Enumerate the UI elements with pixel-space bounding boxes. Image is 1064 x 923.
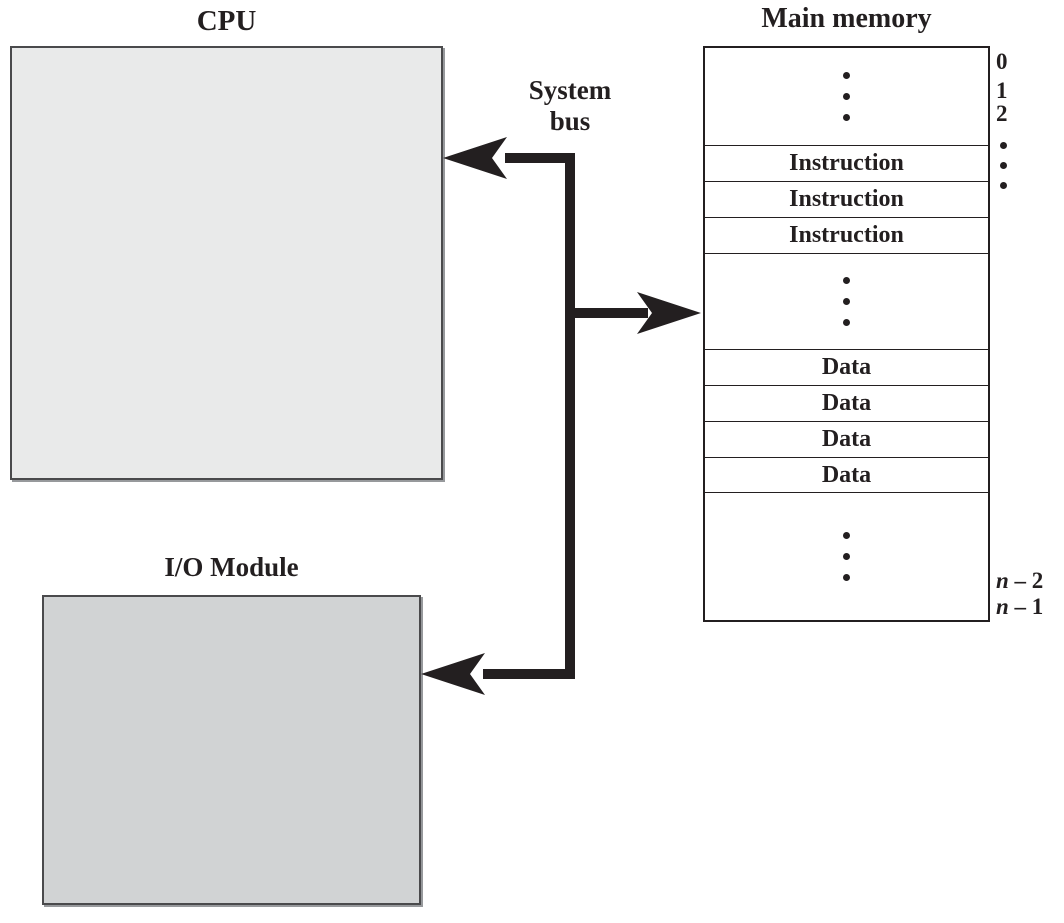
memory-row-instruction: Instruction xyxy=(705,145,988,181)
ellipsis-dot xyxy=(1000,162,1007,169)
ellipsis-dot xyxy=(1000,182,1007,189)
address-variable: n xyxy=(996,594,1009,619)
ellipsis-dot xyxy=(843,532,850,539)
ellipsis-dot xyxy=(843,72,850,79)
memory-address-1: 1 xyxy=(996,78,1008,103)
memory-address-2: 2 xyxy=(996,101,1008,126)
memory-address-ellipsis xyxy=(1000,142,1007,189)
cpu-title: CPU xyxy=(196,5,257,37)
io-module-box xyxy=(42,595,421,905)
memory-row-data: Data xyxy=(705,349,988,385)
memory-address-0: 0 xyxy=(996,49,1008,74)
memory-address-n-minus-2: n – 2 xyxy=(996,568,1043,594)
memory-row-data: Data xyxy=(705,385,988,421)
bus-arrowhead-to-memory-icon xyxy=(637,292,701,334)
memory-row-ellipsis xyxy=(705,253,988,349)
bus-arrowhead-to-cpu-icon xyxy=(443,137,507,179)
ellipsis-dot xyxy=(843,574,850,581)
ellipsis-dot xyxy=(1000,142,1007,149)
system-bus-label: System bus xyxy=(528,75,612,137)
memory-row-instruction: Instruction xyxy=(705,181,988,217)
memory-address-n-minus-1: n – 1 xyxy=(996,594,1043,620)
memory-row-data: Data xyxy=(705,421,988,457)
bus-arrowhead-to-io-icon xyxy=(421,653,485,695)
ellipsis-dot xyxy=(843,553,850,560)
ellipsis-dot xyxy=(843,298,850,305)
system-bus-trunk xyxy=(483,153,575,679)
cpu-box xyxy=(10,46,443,480)
memory-row-ellipsis xyxy=(705,492,988,620)
memory-row-ellipsis xyxy=(705,48,988,145)
memory-row-data: Data xyxy=(705,457,988,492)
ellipsis-dot xyxy=(843,319,850,326)
main-memory-title: Main memory xyxy=(761,3,932,34)
ellipsis-dot xyxy=(843,114,850,121)
memory-row-instruction: Instruction xyxy=(705,217,988,253)
io-module-title: I/O Module xyxy=(164,552,299,582)
address-offset: – 1 xyxy=(1014,594,1044,619)
address-variable: n xyxy=(996,568,1009,593)
ellipsis-dot xyxy=(843,277,850,284)
address-offset: – 2 xyxy=(1014,568,1044,593)
ellipsis-dot xyxy=(843,93,850,100)
